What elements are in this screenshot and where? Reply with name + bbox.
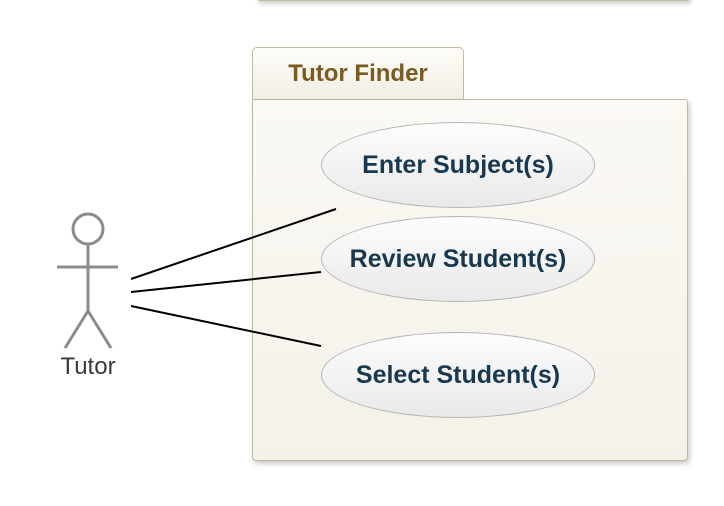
association-select-student (130, 305, 322, 347)
use-case-review-student: Review Student(s) (321, 216, 595, 302)
actor-left-leg (63, 310, 90, 349)
package-title: Tutor Finder (288, 59, 428, 87)
package-tab: Tutor Finder (252, 47, 464, 99)
use-case-label: Select Student(s) (355, 360, 561, 389)
actor-right-leg (86, 310, 113, 349)
actor-head (71, 212, 105, 246)
actor-figure (57, 212, 118, 349)
actor-label: Tutor (60, 353, 116, 380)
use-case-select-student: Select Student(s) (321, 332, 595, 418)
association-enter-subject (130, 208, 337, 280)
use-case-label: Enter Subject(s) (362, 150, 554, 179)
use-case-enter-subject: Enter Subject(s) (321, 122, 595, 208)
association-review-student (130, 271, 322, 293)
use-case-label: Review Student(s) (349, 244, 567, 273)
